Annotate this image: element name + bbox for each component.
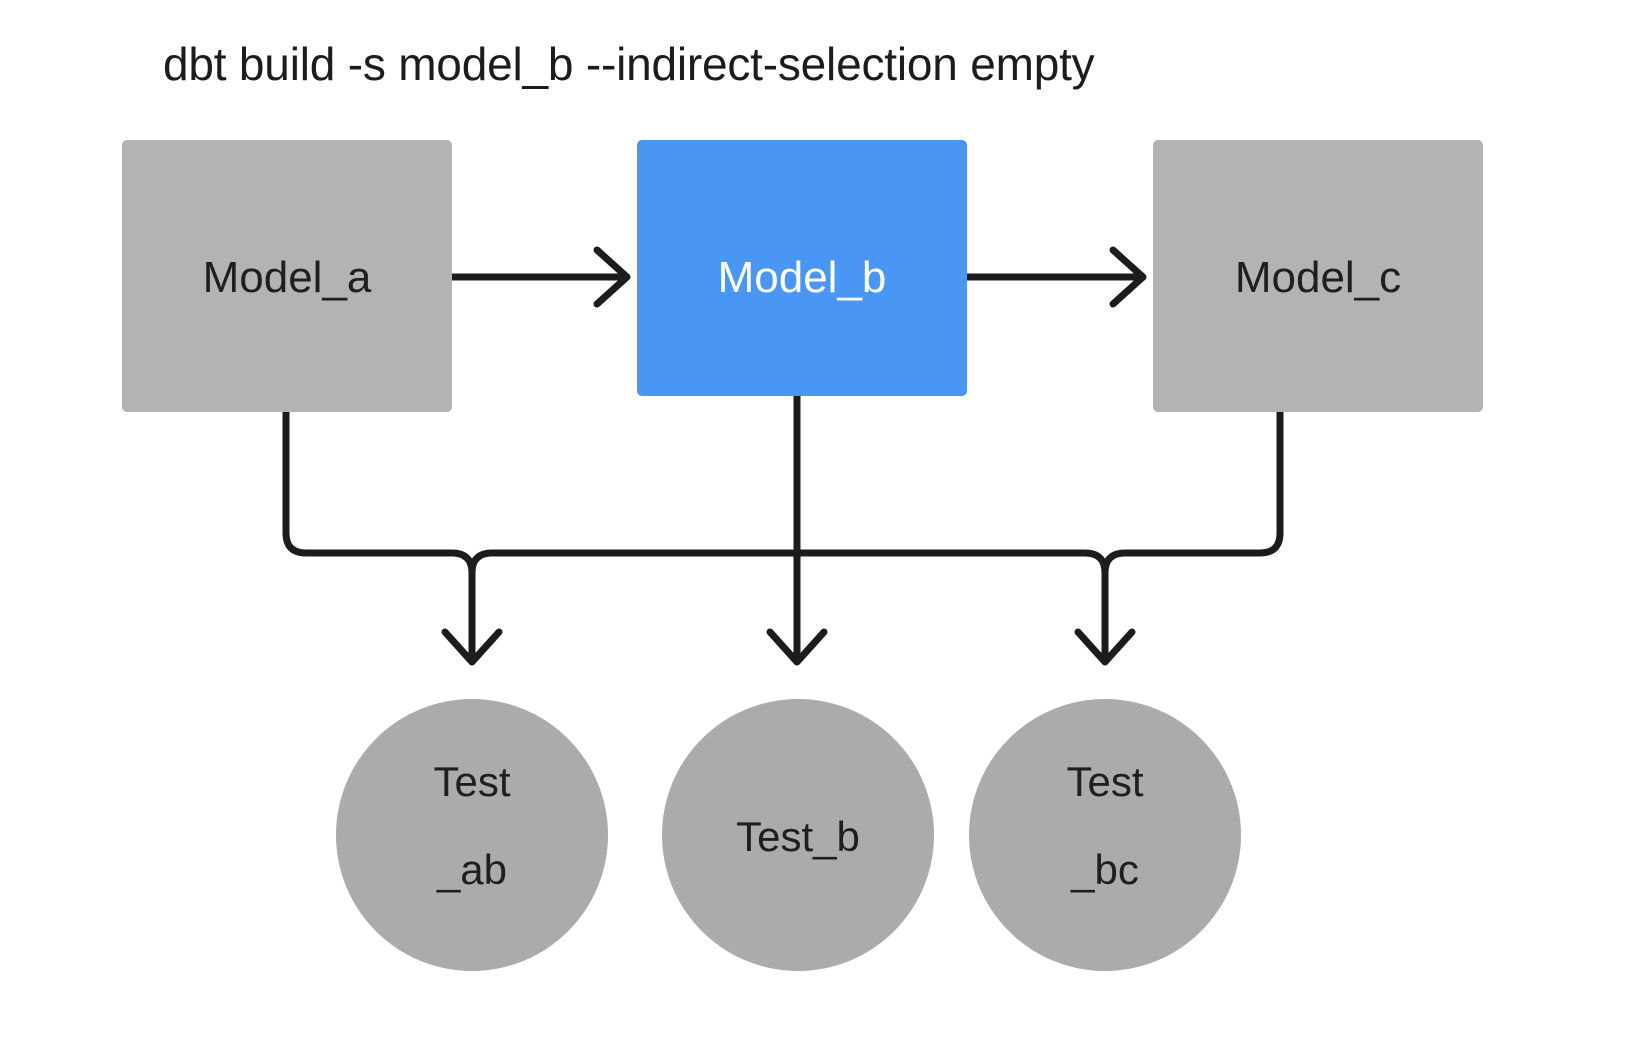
model-b-box[interactable] [637,140,967,396]
node-test-b[interactable]: Test_b [662,699,934,971]
node-model-a[interactable]: Model_a [122,140,452,412]
edge-model-b-to-model-c [963,246,1147,308]
edge-model-b-to-test-b [766,392,828,666]
model-a-label: Model_a [203,253,372,302]
model-c-box[interactable] [1153,140,1483,412]
node-test-bc[interactable]: Test _bc [969,699,1241,971]
test-ab-circle[interactable] [336,699,608,971]
test-ab-label-line-1: Test [433,758,510,805]
node-model-c[interactable]: Model_c [1153,140,1483,412]
test-bc-circle[interactable] [969,699,1241,971]
node-test-ab[interactable]: Test _ab [336,699,608,971]
model-a-box[interactable] [122,140,452,412]
edge-model-b-to-test-ab [468,549,801,577]
edge-model-a-to-test-ab [282,408,503,666]
diagram-title: dbt build -s model_b --indirect-selectio… [163,38,1095,90]
model-b-label: Model_b [718,253,887,302]
test-b-circle[interactable] [662,699,934,971]
test-b-label-line-1: Test_b [736,813,860,860]
model-c-label: Model_c [1235,253,1401,302]
test-bc-label-line-2: _bc [1070,846,1139,893]
edge-model-c-to-test-bc [1101,408,1284,577]
test-ab-label-line-2: _ab [436,846,507,893]
node-model-b[interactable]: Model_b [637,140,967,396]
edge-model-a-to-model-b [448,246,631,308]
test-bc-label-line-1: Test [1066,758,1143,805]
edge-model-b-to-test-bc [793,549,1136,666]
